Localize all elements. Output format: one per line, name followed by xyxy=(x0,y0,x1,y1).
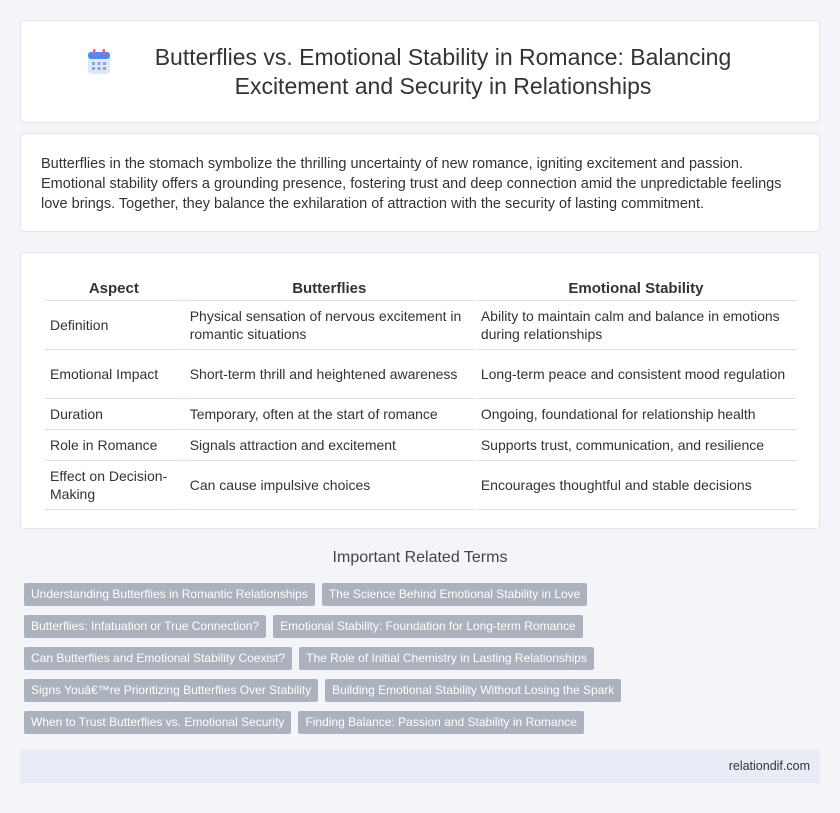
related-terms-title: Important Related Terms xyxy=(332,549,508,566)
table-row: Emotional Impact Short-term thrill and h… xyxy=(45,350,796,399)
calendar-icon xyxy=(87,48,111,75)
page-title: Butterflies vs. Emotional Stability in R… xyxy=(154,43,732,99)
table-header-row: Aspect Butterflies Emotional Stability xyxy=(45,273,796,301)
related-term-link[interactable]: The Role of Initial Chemistry in Lasting… xyxy=(299,647,594,670)
table-cell: Signals attraction and excitement xyxy=(184,430,474,461)
table-row: Effect on Decision-Making Can cause impu… xyxy=(45,461,796,510)
table-row: Definition Physical sensation of nervous… xyxy=(45,301,796,350)
column-header: Aspect xyxy=(45,273,183,301)
table-cell: Emotional Impact xyxy=(45,350,183,399)
tag-row: Understanding Butterflies in Romantic Re… xyxy=(24,583,824,606)
table-cell: Ongoing, foundational for relationship h… xyxy=(475,399,796,430)
table-cell: Effect on Decision-Making xyxy=(45,461,183,510)
related-term-link[interactable]: The Science Behind Emotional Stability i… xyxy=(321,583,588,606)
table-cell: Temporary, often at the start of romance xyxy=(184,399,474,430)
intro-card: Butterflies in the stomach symbolize the… xyxy=(20,133,820,232)
table-row: Role in Romance Signals attraction and e… xyxy=(45,430,796,461)
comparison-card: Aspect Butterflies Emotional Stability D… xyxy=(20,252,820,529)
table-cell: Encourages thoughtful and stable decisio… xyxy=(475,461,796,510)
related-term-link[interactable]: Understanding Butterflies in Romantic Re… xyxy=(24,583,315,606)
comparison-table: Aspect Butterflies Emotional Stability D… xyxy=(43,273,798,510)
table-cell: Definition xyxy=(45,301,183,350)
related-term-link[interactable]: Building Emotional Stability Without Los… xyxy=(325,679,622,702)
column-header: Butterflies xyxy=(184,273,474,301)
related-term-link[interactable]: Can Butterflies and Emotional Stability … xyxy=(24,647,293,670)
related-term-link[interactable]: Finding Balance: Passion and Stability i… xyxy=(298,711,584,734)
header-card: Butterflies vs. Emotional Stability in R… xyxy=(20,20,820,123)
site-link[interactable]: relationdif.com xyxy=(728,759,810,773)
tag-row: Signs Youâ€™re Prioritizing Butterflies … xyxy=(24,679,824,702)
table-cell: Supports trust, communication, and resil… xyxy=(475,430,796,461)
intro-paragraph: Butterflies in the stomach symbolize the… xyxy=(41,156,782,212)
tag-row: When to Trust Butterflies vs. Emotional … xyxy=(24,711,824,734)
table-cell: Can cause impulsive choices xyxy=(184,461,474,510)
related-term-link[interactable]: Butterflies: Infatuation or True Connect… xyxy=(24,615,267,638)
table-cell: Physical sensation of nervous excitement… xyxy=(184,301,474,350)
table-cell: Ability to maintain calm and balance in … xyxy=(475,301,796,350)
related-terms-list: Understanding Butterflies in Romantic Re… xyxy=(24,583,824,743)
related-term-link[interactable]: When to Trust Butterflies vs. Emotional … xyxy=(24,711,292,734)
table-cell: Role in Romance xyxy=(45,430,183,461)
table-cell: Long-term peace and consistent mood regu… xyxy=(475,350,796,399)
title-wrap: Butterflies vs. Emotional Stability in R… xyxy=(87,43,753,101)
table-row: Duration Temporary, often at the start o… xyxy=(45,399,796,430)
table-cell: Short-term thrill and heightened awarene… xyxy=(184,350,474,399)
tag-row: Can Butterflies and Emotional Stability … xyxy=(24,647,824,670)
related-term-link[interactable]: Emotional Stability: Foundation for Long… xyxy=(273,615,583,638)
table-cell: Duration xyxy=(45,399,183,430)
related-term-link[interactable]: Signs Youâ€™re Prioritizing Butterflies … xyxy=(24,679,319,702)
tag-row: Butterflies: Infatuation or True Connect… xyxy=(24,615,824,638)
footer: relationdif.com xyxy=(20,750,820,783)
column-header: Emotional Stability xyxy=(475,273,796,301)
